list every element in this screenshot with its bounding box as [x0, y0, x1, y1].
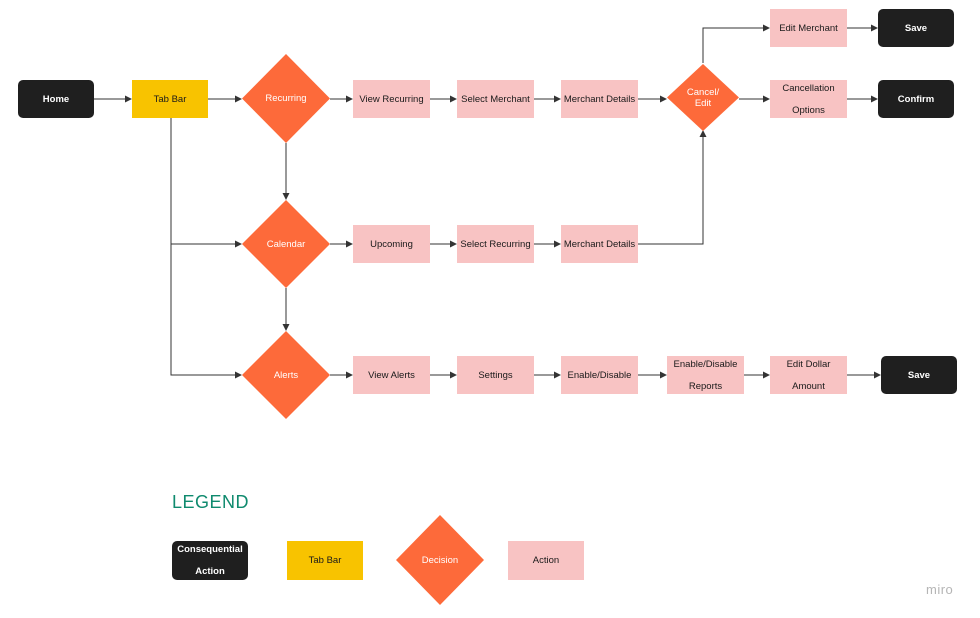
- node-view-recurring-label: View Recurring: [359, 93, 424, 105]
- miro-watermark: miro: [926, 582, 954, 597]
- decision-calendar-label: Calendar: [266, 238, 306, 250]
- legend-action-label: Action: [532, 555, 560, 566]
- node-tab-bar: Tab Bar: [132, 80, 208, 118]
- decision-alerts: Alerts: [242, 331, 330, 419]
- node-save-top-label: Save: [904, 22, 928, 34]
- node-merchant-details-2-label: Merchant Details: [563, 238, 636, 250]
- node-select-merchant: Select Merchant: [457, 80, 534, 118]
- legend-action: Action: [508, 541, 584, 580]
- decision-recurring-label: Recurring: [265, 93, 307, 104]
- arrow-canceledit-editmerchant: [702, 24, 770, 63]
- node-select-recurring: Select Recurring: [457, 225, 534, 263]
- node-select-recurring-label: Select Recurring: [460, 238, 531, 250]
- node-save-bottom: Save: [881, 356, 957, 394]
- decision-calendar: Calendar: [242, 200, 330, 288]
- node-confirm: Confirm: [878, 80, 954, 118]
- node-merchant-details-1: Merchant Details: [561, 80, 638, 118]
- node-home-label: Home: [42, 93, 70, 105]
- arrow-tabbar-calendar: [170, 118, 242, 248]
- node-select-merchant-label: Select Merchant: [461, 93, 530, 105]
- legend-tab-bar: Tab Bar: [287, 541, 363, 580]
- legend-decision-label: Decision: [421, 554, 459, 566]
- decision-cancel-edit-label: Cancel/Edit: [667, 64, 739, 131]
- edit-dollar-line-1: Edit Dollar: [786, 358, 831, 370]
- node-save-bottom-label: Save: [907, 369, 931, 381]
- legend-consequential-line-2: Action: [195, 566, 225, 577]
- node-upcoming-label: Upcoming: [370, 238, 413, 250]
- arrow-merchantdetails2-canceledit: [638, 130, 707, 245]
- legend-consequential-line-1: Consequential: [177, 544, 243, 555]
- node-tab-bar-label: Tab Bar: [153, 93, 187, 105]
- decision-recurring: Recurring: [242, 54, 330, 143]
- node-edit-merchant-label: Edit Merchant: [779, 22, 838, 34]
- arrow-tabbar-alerts: [170, 244, 242, 379]
- node-merchant-details-2: Merchant Details: [561, 225, 638, 263]
- node-view-recurring: View Recurring: [353, 80, 430, 118]
- cancellation-line-1: Cancellation: [782, 82, 835, 94]
- node-merchant-details-1-label: Merchant Details: [563, 93, 636, 105]
- node-view-alerts-label: View Alerts: [368, 369, 415, 381]
- reports-line-2: Reports: [688, 380, 723, 392]
- legend-decision: Decision: [396, 515, 484, 605]
- node-view-alerts: View Alerts: [353, 356, 430, 394]
- node-settings: Settings: [457, 356, 534, 394]
- cancellation-line-2: Options: [792, 104, 825, 116]
- node-save-top: Save: [878, 9, 954, 47]
- decision-alerts-label: Alerts: [273, 369, 299, 381]
- node-home: Home: [18, 80, 94, 118]
- node-enable-disable-label: Enable/Disable: [567, 369, 632, 381]
- edit-dollar-line-2: Amount: [792, 380, 825, 392]
- reports-line-1: Enable/Disable: [673, 358, 738, 370]
- cancel-edit-line-2: Edit: [694, 97, 712, 109]
- node-confirm-label: Confirm: [897, 93, 935, 105]
- node-upcoming: Upcoming: [353, 225, 430, 263]
- node-edit-merchant: Edit Merchant: [770, 9, 847, 47]
- legend-tab-bar-label: Tab Bar: [308, 555, 342, 566]
- node-enable-disable: Enable/Disable: [561, 356, 638, 394]
- legend-title: LEGEND: [172, 492, 250, 512]
- node-settings-label: Settings: [478, 369, 513, 381]
- decision-cancel-edit: Cancel/Edit: [667, 64, 739, 131]
- cancel-edit-line-1: Cancel/: [686, 86, 720, 98]
